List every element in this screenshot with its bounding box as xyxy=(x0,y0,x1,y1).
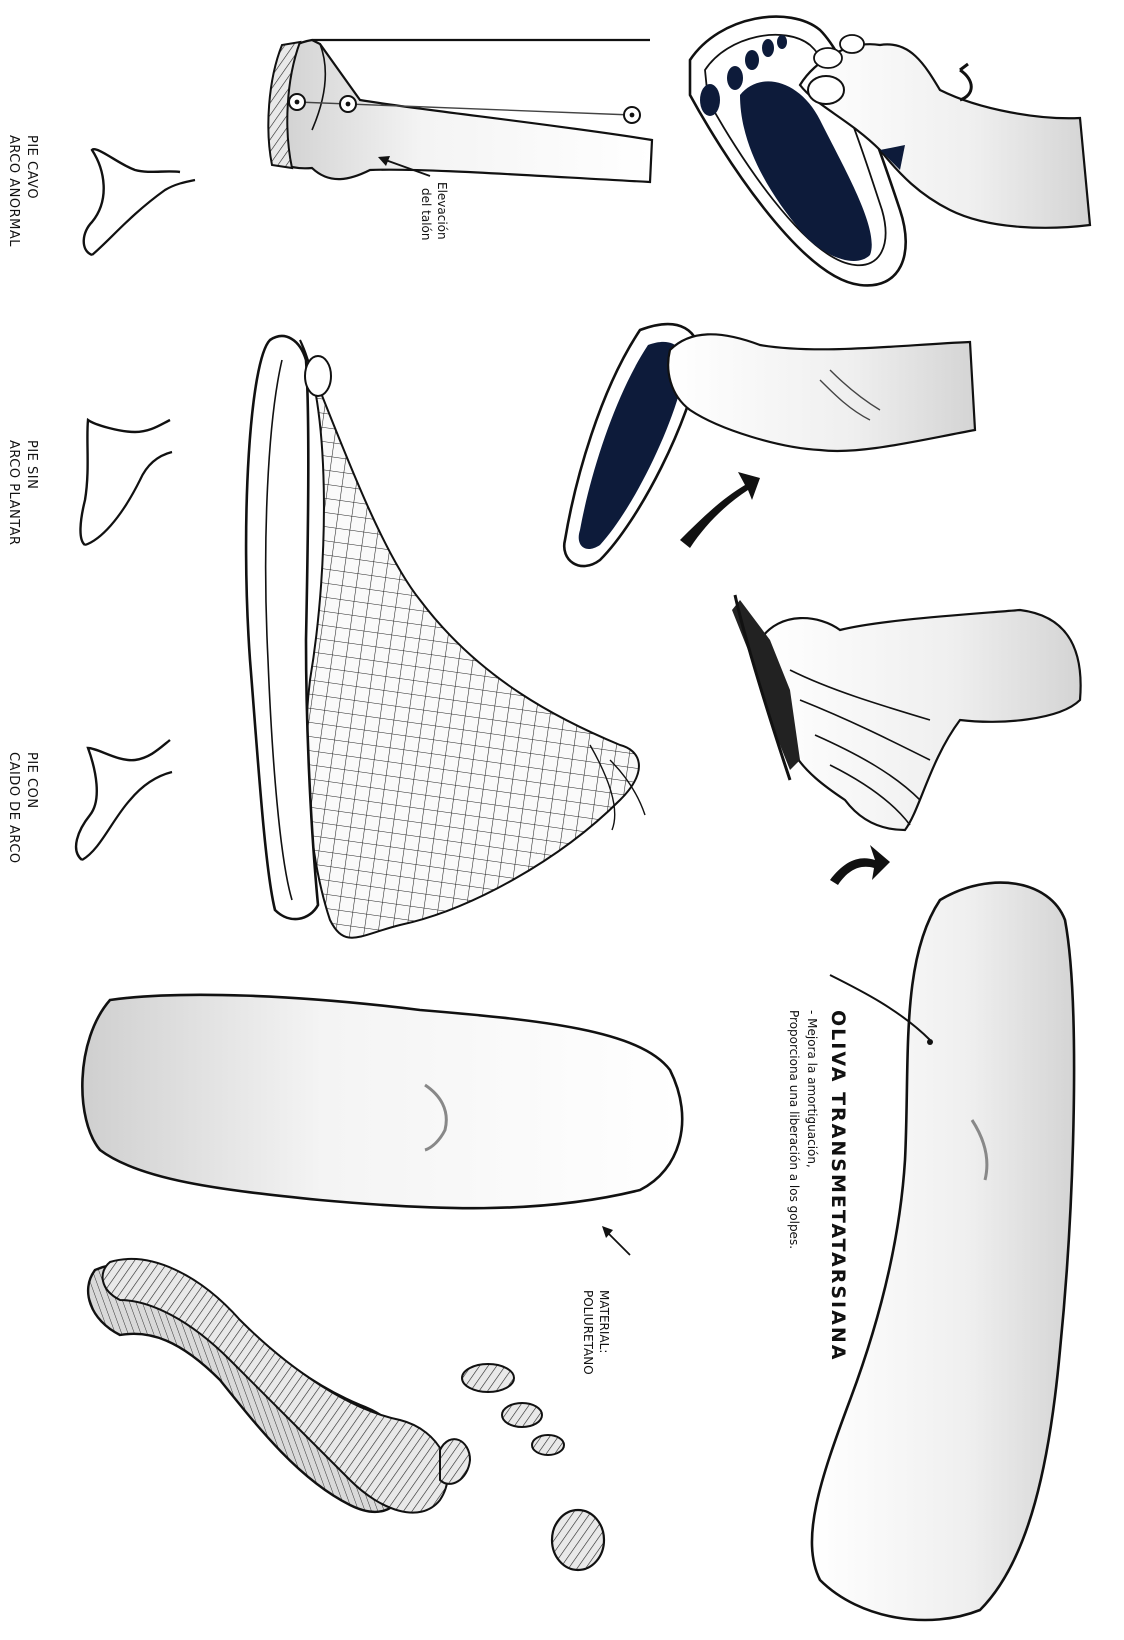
label-material-line1: MATERIAL: xyxy=(597,1290,611,1353)
label-pie-sin-arco-line1: PIE SIN xyxy=(24,440,39,489)
oliva-desc-line2: Proporciona una liberación a los golpes. xyxy=(787,1010,801,1249)
foot-insole-side-view xyxy=(564,324,975,566)
arch-profile-cavo xyxy=(84,149,195,255)
arch-profile-caido xyxy=(76,740,172,860)
hatched-foot-pads xyxy=(88,1259,604,1570)
label-pie-cavo: PIE CAVO ARCO ANORMAL xyxy=(6,135,39,247)
label-pie-caido-line1: PIE CON xyxy=(24,752,39,809)
label-pie-caido: PIE CON CAIDO DE ARCO xyxy=(6,752,39,864)
label-oliva: OLIVA TRANSMETATARSIANA - Mejora la amor… xyxy=(787,1010,849,1361)
insole-polyurethane xyxy=(82,995,682,1255)
foot-insole-top-view xyxy=(690,17,1090,286)
label-pie-caido-line2: CAIDO DE ARCO xyxy=(6,752,21,864)
label-elevacion-line2: del talón xyxy=(419,188,433,241)
oliva-desc-line1: - Mejora la amortiguación, xyxy=(805,1010,819,1168)
label-pie-cavo-line2: ARCO ANORMAL xyxy=(6,135,21,247)
label-pie-sin-arco-line2: ARCO PLANTAR xyxy=(6,440,21,546)
insole-mesh-drawing xyxy=(246,336,645,938)
label-elevacion: Elevación del talón xyxy=(419,182,449,241)
label-material-line2: POLIURETANO xyxy=(581,1290,595,1375)
label-elevacion-line1: Elevación xyxy=(435,182,449,240)
label-material: MATERIAL: POLIURETANO xyxy=(581,1290,611,1375)
label-pie-cavo-line1: PIE CAVO xyxy=(24,135,39,199)
foot-ground-impact xyxy=(732,595,1081,885)
arch-profile-sin-arco xyxy=(80,420,172,545)
oliva-title: OLIVA TRANSMETATARSIANA xyxy=(827,1010,849,1361)
label-pie-sin-arco: PIE SIN ARCO PLANTAR xyxy=(6,440,39,546)
heel-elevation-drawing xyxy=(268,40,652,182)
insole-oliva-transmetatarsiana xyxy=(812,883,1074,1620)
